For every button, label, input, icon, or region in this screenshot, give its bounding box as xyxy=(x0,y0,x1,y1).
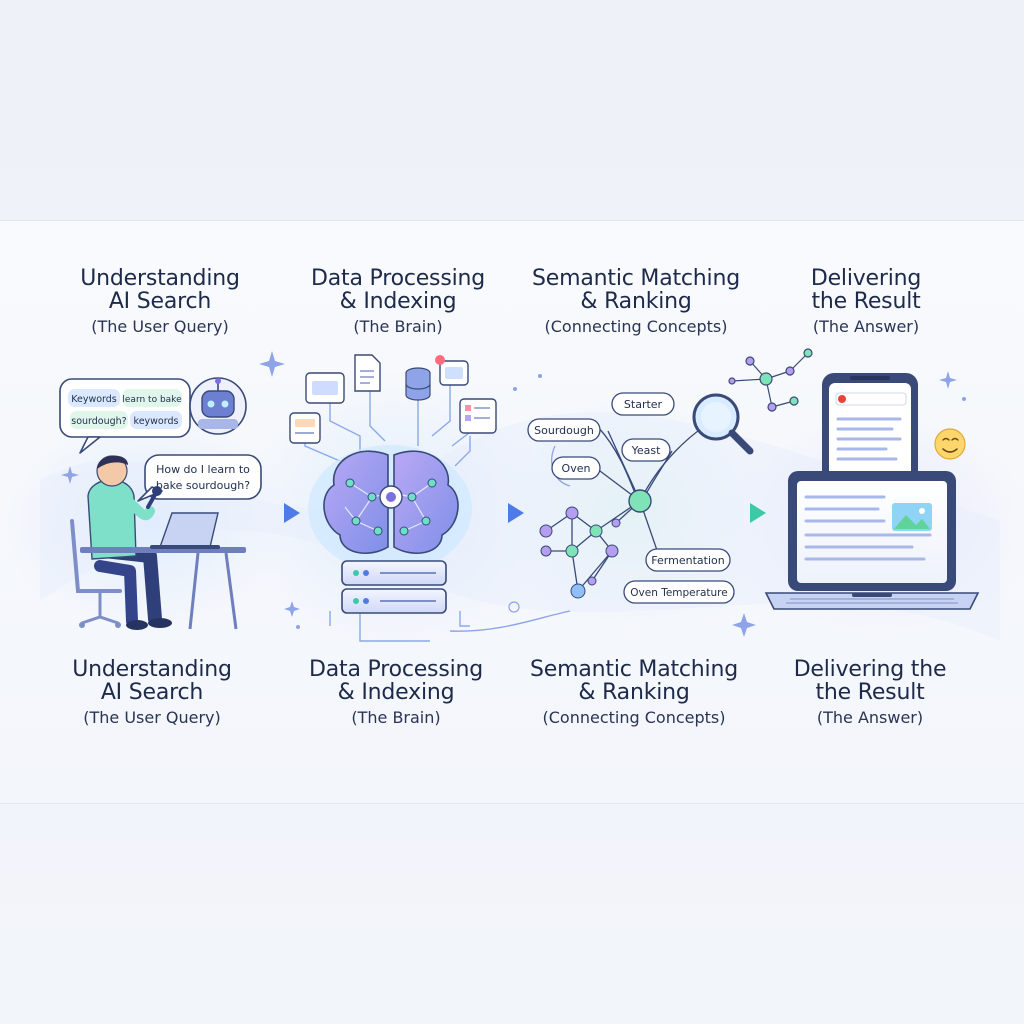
top-heading-4-subtitle: (The Answer) xyxy=(812,317,920,337)
top-heading-4-line-2: the Result xyxy=(811,289,921,315)
bottom-heading-1: Understanding AI Search (The User Query) xyxy=(32,658,272,727)
server-icon xyxy=(341,560,447,614)
top-heading-2-line-1: Data Processing xyxy=(311,266,485,291)
top-heading-1-line-2: AI Search xyxy=(108,289,212,315)
stage-4-delivery xyxy=(728,348,980,610)
speech-line-1: How do I learn to xyxy=(156,463,250,476)
infographic-band: Keywords learn to bake sourdough? keywor… xyxy=(0,220,1024,804)
bottom-heading-2-line-1: Data Processing xyxy=(309,657,483,682)
bottom-heading-4-subtitle: (The Answer) xyxy=(816,708,924,728)
top-heading-2-line-2: & Indexing xyxy=(339,289,457,315)
robot-icon xyxy=(189,377,247,435)
flow-arrow-3 xyxy=(697,503,766,523)
chip-sourdough: sourdough? xyxy=(71,416,126,427)
top-heading-1-subtitle: (The User Query) xyxy=(91,317,229,337)
mini-network xyxy=(728,348,813,412)
bottom-heading-3-subtitle: (Connecting Concepts) xyxy=(542,708,726,728)
graph-nodes xyxy=(539,489,652,599)
concept-labels: Starter Sourdough Yeast Oven Fermentatio… xyxy=(527,392,735,604)
top-heading-2-subtitle: (The Brain) xyxy=(353,317,443,337)
smiley-icon xyxy=(934,428,966,460)
magnifier-icon xyxy=(692,393,754,455)
sparkle-decorations xyxy=(61,351,966,637)
top-heading-3-line-1: Semantic Matching xyxy=(532,266,740,291)
speech-line-2: bake sourdough? xyxy=(156,479,250,492)
top-heading-2: Data Processing & Indexing (The Brain) xyxy=(278,267,518,336)
top-heading-3-subtitle: (Connecting Concepts) xyxy=(544,317,728,337)
concept-oven: Oven xyxy=(562,462,591,475)
top-heading-1: Understanding AI Search (The User Query) xyxy=(40,267,280,336)
top-heading-1-line-1: Understanding xyxy=(80,266,240,291)
bottom-heading-4: Delivering the the Result (The Answer) xyxy=(750,658,990,727)
top-heading-3-line-2: & Ranking xyxy=(580,289,692,315)
bottom-heading-4-line-1: Delivering the xyxy=(793,657,947,682)
bottom-heading-1-line-2: AI Search xyxy=(100,680,204,706)
keyword-thought-bubble: Keywords learn to bake sourdough? keywor… xyxy=(59,378,191,454)
flow-arrow-1 xyxy=(233,503,300,523)
stage-3-semantic-graph: Starter Sourdough Yeast Oven Fermentatio… xyxy=(449,392,754,632)
concept-oven-temperature: Oven Temperature xyxy=(630,587,727,599)
bottom-heading-3-line-1: Semantic Matching xyxy=(530,657,738,682)
chip-keywords: Keywords xyxy=(71,394,117,405)
bottom-heading-2-subtitle: (The Brain) xyxy=(351,708,441,728)
phone-icon xyxy=(822,373,918,501)
feedback-curve xyxy=(449,610,571,632)
concept-fermentation: Fermentation xyxy=(651,554,724,567)
bottom-heading-1-subtitle: (The User Query) xyxy=(83,708,221,728)
concept-starter: Starter xyxy=(624,398,663,411)
floating-documents xyxy=(289,354,497,444)
chip-learn-to-bake: learn to bake xyxy=(122,395,182,405)
bottom-heading-3: Semantic Matching & Ranking (Connecting … xyxy=(514,658,754,727)
infographic-illustration: Keywords learn to bake sourdough? keywor… xyxy=(0,348,1024,651)
brain-icon xyxy=(308,445,472,573)
top-heading-4: Delivering the Result (The Answer) xyxy=(746,267,986,336)
stage-1-user-query: Keywords learn to bake sourdough? keywor… xyxy=(59,377,262,630)
bottom-heading-3-line-2: & Ranking xyxy=(578,680,690,706)
database-icon xyxy=(405,367,431,401)
top-heading-4-line-1: Delivering xyxy=(810,266,922,291)
bottom-heading-2-line-2: & Indexing xyxy=(337,680,455,706)
flow-arrow-2 xyxy=(469,503,524,523)
bottom-heading-1-line-1: Understanding xyxy=(72,657,232,682)
stage-2-brain-indexing xyxy=(289,354,497,642)
bottom-heading-2: Data Processing & Indexing (The Brain) xyxy=(276,658,516,727)
concept-yeast: Yeast xyxy=(631,444,661,457)
laptop-icon xyxy=(764,471,980,610)
bottom-heading-4-line-2: the Result xyxy=(815,680,925,706)
chip-keywords-2: keywords xyxy=(134,416,179,427)
desk-with-laptop xyxy=(80,512,246,630)
concept-sourdough: Sourdough xyxy=(534,424,594,437)
top-heading-3: Semantic Matching & Ranking (Connecting … xyxy=(516,267,756,336)
